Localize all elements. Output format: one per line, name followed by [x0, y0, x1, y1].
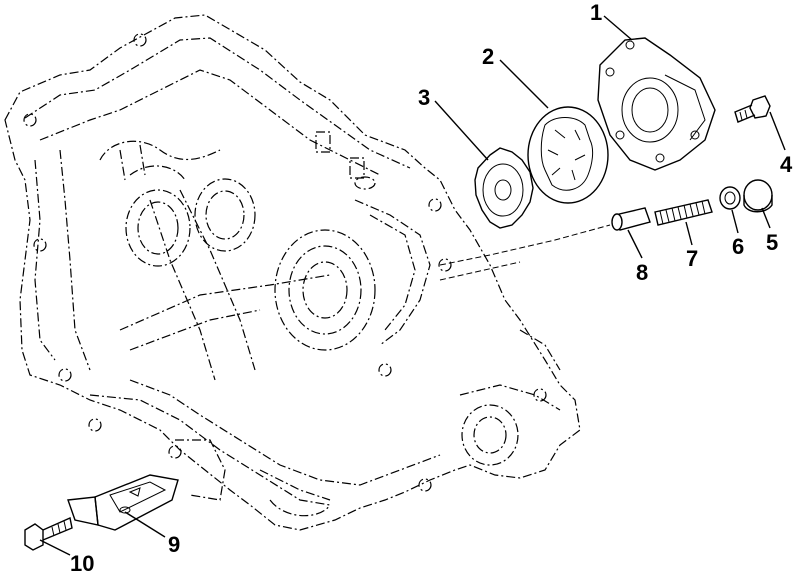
callout-5: 5: [766, 230, 778, 255]
part-9-bracket: [67, 474, 179, 531]
leader-5: [761, 207, 771, 229]
callout-10: 10: [70, 551, 94, 573]
callout-7: 7: [686, 246, 698, 271]
leader-8: [627, 229, 643, 259]
leader-9: [124, 511, 166, 538]
part-8-relief-piston: [611, 207, 651, 231]
callout-6: 6: [732, 234, 744, 259]
part-4-bolt: [734, 95, 771, 123]
callout-3: 3: [418, 85, 430, 110]
part-5-plug: [743, 179, 773, 213]
callout-4: 4: [780, 152, 793, 177]
part-6-washer: [719, 186, 741, 210]
leader-3: [434, 100, 489, 161]
callout-labels: 1 2 3 4 5 6 7 8 9 10: [70, 0, 793, 573]
callout-8: 8: [636, 260, 648, 285]
callout-2: 2: [482, 44, 494, 69]
part-1-pump-cover: [597, 37, 716, 171]
part-2-outer-rotor: [527, 106, 609, 204]
leader-lines: [39, 15, 786, 556]
part-7-spring: [654, 199, 713, 226]
callout-9: 9: [168, 532, 180, 557]
leader-10: [39, 539, 71, 556]
leader-1: [603, 15, 633, 41]
part-3-inner-rotor: [474, 147, 534, 229]
leader-7: [685, 221, 693, 246]
crankcase-housing: [4, 14, 611, 531]
leader-6: [731, 209, 739, 234]
leader-2: [499, 59, 549, 109]
leader-4: [769, 111, 786, 151]
part-10-bolt: [24, 517, 73, 551]
callout-1: 1: [590, 0, 602, 25]
